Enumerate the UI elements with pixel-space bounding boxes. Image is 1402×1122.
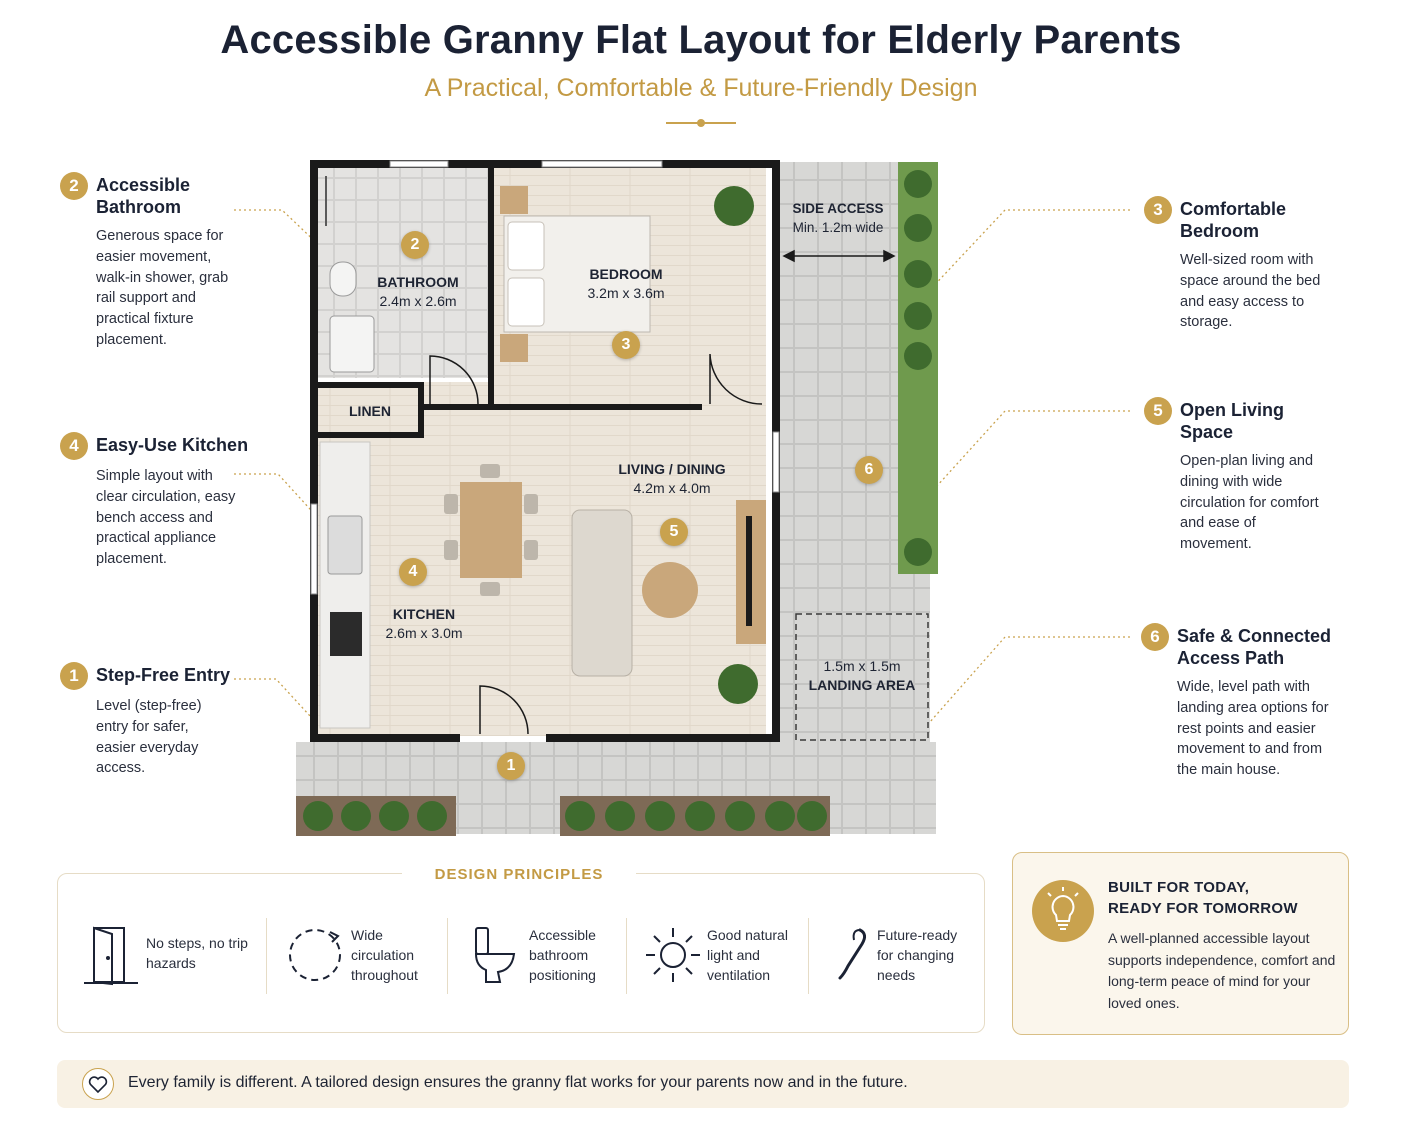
room-label-kitchen: KITCHEN 2.6m x 3.0m	[369, 605, 479, 643]
circle-arrows-icon	[289, 929, 341, 981]
callout-kitchen: 4 Easy-Use Kitchen Simple layout with cl…	[60, 432, 290, 602]
built-title-line: BUILT FOR TODAY,	[1108, 879, 1250, 896]
plan-marker-4: 4	[399, 558, 427, 586]
toilet-icon	[474, 927, 516, 983]
callout-title: Open Living Space	[1180, 400, 1285, 442]
callout-description: Open-plan living and dining with wide ci…	[1180, 453, 1319, 553]
room-label-landing: 1.5m x 1.5m LANDING AREA	[800, 657, 924, 695]
principle-separator	[266, 918, 267, 994]
footer-text: Every family is different. A tailored de…	[128, 1074, 908, 1091]
callout-description: Level (step-free) entry for safer, easie…	[96, 698, 202, 777]
room-name: LANDING AREA	[808, 677, 916, 693]
room-dimension: 1.5m x 1.5m	[823, 658, 901, 674]
heart-icon	[82, 1068, 114, 1100]
callout-title: Comfortable Bedroom	[1180, 199, 1287, 241]
room-label-side-access: SIDE ACCESS Min. 1.2m wide	[778, 199, 898, 237]
room-name: LIVING / DINING	[618, 461, 726, 477]
built-title: BUILT FOR TODAY, READY FOR TOMORROW	[1108, 877, 1298, 919]
callout-description: Well-sized room with space around the be…	[1180, 252, 1321, 331]
plan-marker-3: 3	[612, 331, 640, 359]
callout-living: 5 Open Living Space Open-plan living and…	[1144, 397, 1374, 567]
callout-description: Simple layout with clear circulation, ea…	[96, 468, 236, 568]
plan-marker-5: 5	[660, 518, 688, 546]
callout-bathroom: 2 Accessible Bathroom Generous space for…	[60, 172, 290, 352]
room-dimension: Min. 1.2m wide	[792, 220, 884, 235]
room-name: BATHROOM	[377, 274, 459, 290]
callout-title: Step-Free Entry	[96, 665, 231, 685]
room-label-bedroom: BEDROOM 3.2m x 3.6m	[566, 265, 686, 303]
callout-number: 6	[1141, 623, 1169, 651]
room-dimension: 4.2m x 4.0m	[633, 480, 711, 496]
title-divider	[666, 119, 736, 127]
callout-title: Easy-Use Kitchen	[96, 435, 249, 455]
callout-number: 2	[60, 172, 88, 200]
callout-number: 1	[60, 662, 88, 690]
callout-bedroom: 3 Comfortable Bedroom Well-sized room wi…	[1144, 196, 1374, 346]
principle-separator	[447, 918, 448, 994]
callout-number: 3	[1144, 196, 1172, 224]
room-name: BEDROOM	[589, 266, 663, 282]
room-name: SIDE ACCESS	[792, 201, 884, 216]
room-dimension: 3.2m x 3.6m	[587, 285, 665, 301]
page-subtitle: A Practical, Comfortable & Future-Friend…	[424, 74, 978, 102]
built-description: A well-planned accessible layout support…	[1108, 930, 1336, 1011]
callout-description: Wide, level path with landing area optio…	[1177, 679, 1329, 779]
principle-separator	[626, 918, 627, 994]
built-title-line: READY FOR TOMORROW	[1108, 900, 1298, 917]
principle-accessible-bathroom: Accessible bathroom positioning	[529, 927, 596, 983]
room-label-living: LIVING / DINING 4.2m x 4.0m	[602, 460, 742, 498]
room-label-bathroom: BATHROOM 2.4m x 2.6m	[362, 273, 474, 311]
room-name: KITCHEN	[392, 606, 456, 622]
principle-no-steps: No steps, no trip hazards	[146, 935, 248, 971]
plan-marker-6: 6	[855, 456, 883, 484]
callout-access-path: 6 Safe & Connected Access Path Wide, lev…	[1141, 623, 1371, 813]
grab-rail-icon	[838, 928, 867, 980]
room-dimension: 2.4m x 2.6m	[379, 293, 457, 309]
door-icon	[84, 926, 138, 986]
callout-title: Safe & Connected Access Path	[1177, 626, 1332, 668]
callout-description: Generous space for easier movement, walk…	[96, 228, 229, 348]
sun-icon	[646, 928, 700, 982]
principle-natural-light: Good natural light and ventilation	[707, 927, 788, 983]
lightbulb-icon	[1032, 880, 1094, 942]
footer-banner	[57, 1060, 1349, 1108]
design-principles-title: DESIGN PRINCIPLES	[402, 866, 636, 883]
principle-wide-circulation: Wide circulation throughout	[351, 927, 418, 983]
floor-plan	[296, 160, 938, 836]
callout-number: 4	[60, 432, 88, 460]
plan-marker-2: 2	[401, 231, 429, 259]
page-title: Accessible Granny Flat Layout for Elderl…	[220, 18, 1182, 62]
callout-number: 5	[1144, 397, 1172, 425]
plan-marker-1: 1	[497, 752, 525, 780]
room-label-linen: LINEN	[349, 403, 391, 419]
room-dimension: 2.6m x 3.0m	[385, 625, 463, 641]
principle-separator	[808, 918, 809, 994]
callout-entry: 1 Step-Free Entry Level (step-free) entr…	[60, 662, 290, 792]
callout-title: Accessible Bathroom	[96, 175, 191, 217]
principle-future-ready: Future-ready for changing needs	[877, 927, 958, 983]
